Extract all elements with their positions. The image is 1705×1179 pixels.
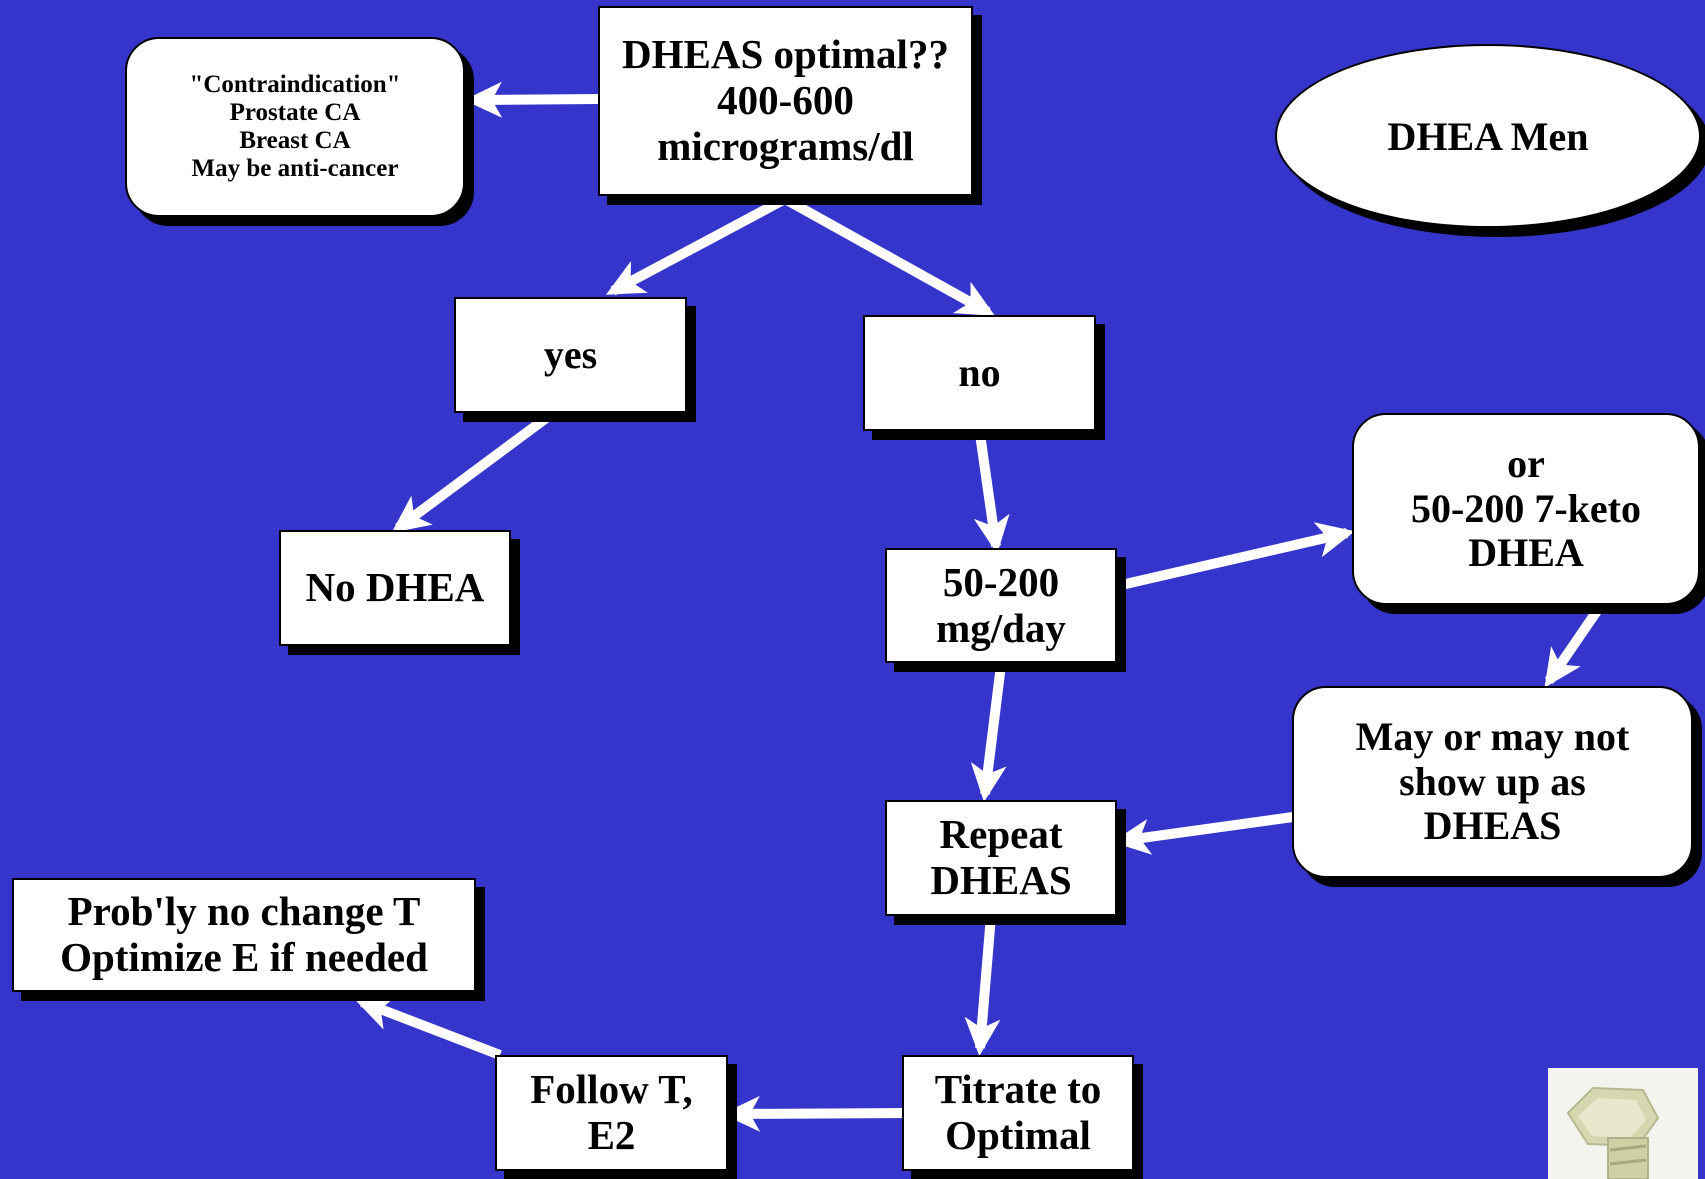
node-text: No DHEA — [305, 564, 485, 611]
node-text: or — [1507, 440, 1545, 486]
node-text: 50-200 7-keto — [1411, 485, 1641, 531]
arrow-follow-to-probably — [354, 995, 502, 1060]
node-text: Optimize E if needed — [60, 934, 428, 980]
node-text: Repeat — [939, 811, 1063, 858]
node-text: DHEA — [1468, 530, 1584, 576]
node-text: DHEAS — [930, 857, 1072, 903]
node-repeat-dheas: Repeat DHEAS — [885, 800, 1117, 916]
node-text: Prostate CA — [229, 99, 361, 126]
node-dose: 50-200 mg/day — [885, 548, 1117, 663]
node-text: Titrate to — [934, 1066, 1102, 1113]
arrow-dose-to-keto — [1115, 522, 1355, 591]
arrow-start-to-contraindication — [464, 81, 599, 118]
node-text: DHEAS — [1423, 803, 1562, 849]
node-text: May or may not — [1355, 713, 1630, 759]
node-text: Breast CA — [239, 127, 351, 154]
node-text: mg/day — [936, 604, 1066, 651]
node-text: Follow T, — [530, 1066, 693, 1113]
node-text: "Contraindication" — [189, 71, 401, 98]
node-may-or-may-not: May or may not show up as DHEAS — [1292, 686, 1693, 878]
arrow-repeat-to-titrate — [964, 903, 1001, 1056]
node-text: 400-600 — [717, 77, 854, 124]
node-titrate: Titrate to Optimal — [902, 1055, 1134, 1171]
arrow-yes-to-no-dhea — [391, 408, 556, 533]
title-ellipse: DHEA Men — [1275, 44, 1701, 228]
node-text: show up as — [1399, 758, 1586, 804]
node-no: no — [863, 315, 1096, 431]
node-text: micrograms/dl — [657, 122, 914, 169]
arrow-keto-to-may — [1544, 605, 1604, 688]
node-yes: yes — [454, 297, 687, 413]
node-contraindication: "Contraindication" Prostate CA Breast CA… — [125, 37, 465, 217]
arrow-start-to-yes — [605, 194, 788, 296]
node-text: E2 — [587, 1112, 636, 1158]
diagram-title: DHEA Men — [1387, 113, 1589, 159]
arrow-no-to-dose — [973, 426, 1010, 554]
node-text: May be anti-cancer — [191, 155, 399, 182]
arrow-titrate-to-follow — [722, 1095, 906, 1132]
node-text: no — [958, 349, 1001, 395]
node-text: Optimal — [945, 1112, 1091, 1158]
node-no-dhea: No DHEA — [279, 530, 511, 646]
bolt-image — [1548, 1068, 1698, 1179]
node-dheas-optimal: DHEAS optimal?? 400-600 micrograms/dl — [598, 6, 973, 196]
node-text: yes — [543, 331, 598, 377]
node-text: Prob'ly no change T — [67, 888, 421, 935]
arrow-start-to-no — [782, 194, 995, 317]
arrow-dose-to-repeat — [970, 664, 1007, 802]
node-7-keto: or 50-200 7-keto DHEA — [1352, 413, 1700, 605]
node-probably: Prob'ly no change T Optimize E if needed — [12, 878, 476, 992]
arrow-may-to-repeat — [1112, 812, 1294, 855]
node-text: DHEAS optimal?? — [622, 31, 949, 78]
node-text: 50-200 — [942, 558, 1060, 605]
node-follow: Follow T, E2 — [495, 1055, 728, 1171]
